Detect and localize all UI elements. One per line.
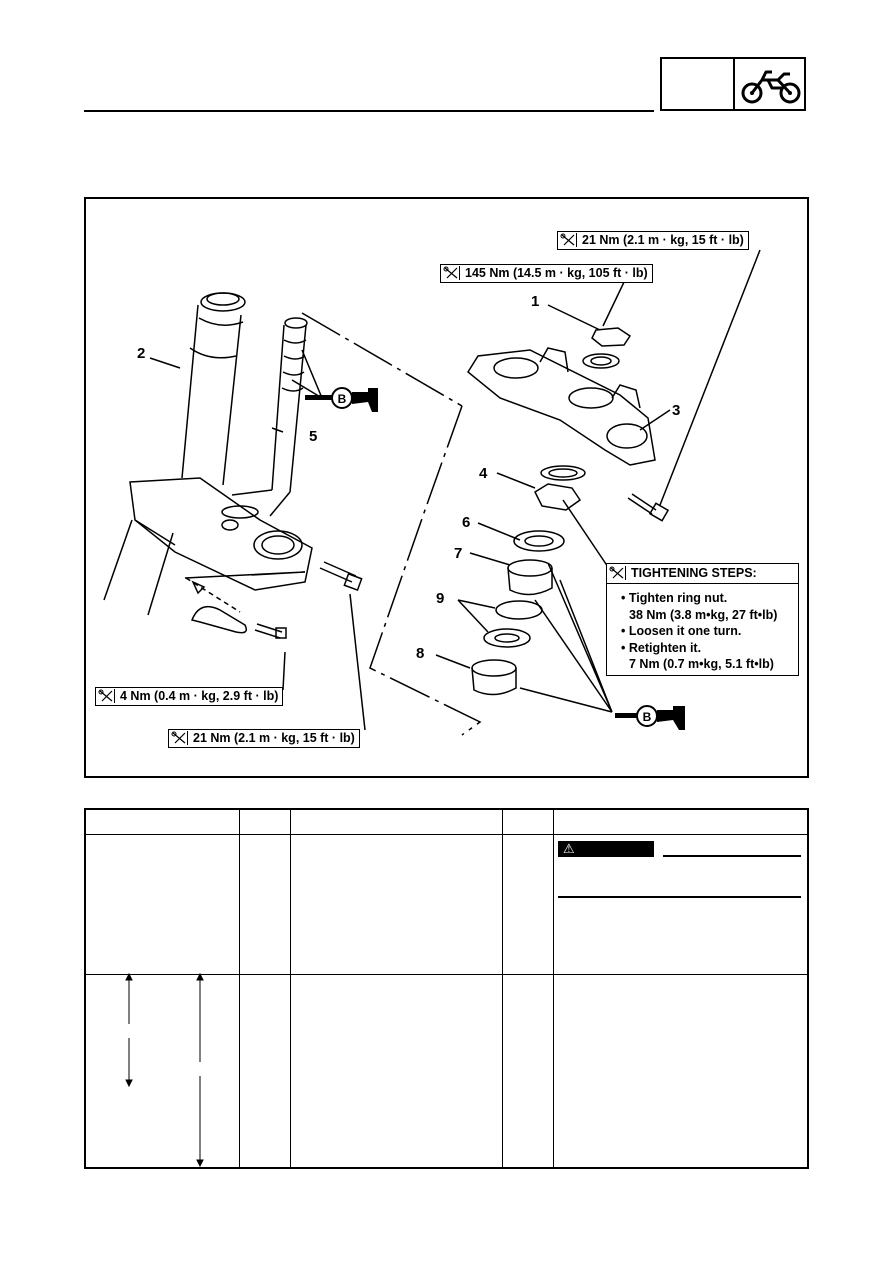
wrench-icon [171, 731, 188, 745]
table-header-rule [86, 834, 807, 835]
steering-stem [271, 324, 307, 493]
part-number-6: 6 [462, 514, 471, 531]
table-divider [239, 810, 240, 1167]
upper-bracket [467, 349, 656, 466]
tightening-steps-title: TIGHTENING STEPS: [631, 566, 757, 580]
warning-label: ⚠ [558, 841, 654, 857]
step-line: • Tighten ring nut. [621, 591, 728, 605]
step-line: • Loosen it one turn. [621, 624, 742, 638]
part-number-7: 7 [454, 545, 463, 562]
motorcycle-icon [741, 70, 801, 104]
part-number-1: 1 [531, 293, 540, 310]
grease-gun-icon-bottom: B [615, 705, 685, 730]
table-divider [290, 810, 291, 1167]
section-tab-divider [733, 57, 735, 111]
steering-exploded-diagram: B B [103, 249, 761, 736]
torque-value: 4 Nm (0.4 m · kg, 2.9 ft · lb) [120, 689, 279, 703]
svg-text:B: B [643, 710, 652, 724]
warning-triangle-icon: ⚠ [563, 841, 575, 856]
torque-callout-bottom-small: 4 Nm (0.4 m · kg, 2.9 ft · lb) [95, 687, 284, 706]
wrench-icon [609, 566, 626, 580]
header-rule [84, 110, 654, 112]
tightening-steps-list: • Tighten ring nut. 38 Nm (3.8 m•kg, 27 … [621, 590, 777, 673]
exploded-diagram-frame [84, 197, 809, 778]
part-number-8: 8 [416, 645, 425, 662]
torque-callout-top-small: 21 Nm (2.1 m · kg, 15 ft · lb) [557, 231, 749, 250]
part-number-4: 4 [479, 465, 488, 482]
tightening-steps-box: TIGHTENING STEPS: • Tighten ring nut. 38… [606, 563, 799, 676]
torque-value: 21 Nm (2.1 m · kg, 15 ft · lb) [582, 233, 744, 247]
parts-table [84, 808, 809, 1169]
table-divider [553, 810, 554, 1167]
part-number-3: 3 [672, 402, 681, 419]
part-number-5: 5 [309, 428, 318, 445]
step-line: 38 Nm (3.8 m•kg, 27 ft•lb) [629, 607, 778, 622]
torque-callout-bottom-large: 21 Nm (2.1 m · kg, 15 ft · lb) [168, 729, 360, 748]
torque-callout-top-large: 145 Nm (14.5 m · kg, 105 ft · lb) [440, 264, 653, 283]
table-row-rule [86, 974, 807, 975]
order-arrows [125, 972, 204, 1168]
torque-value: 21 Nm (2.1 m · kg, 15 ft · lb) [193, 731, 355, 745]
outer-fork-tube [181, 304, 242, 486]
warning-rule-top [663, 855, 801, 857]
part-number-2: 2 [137, 345, 146, 362]
torque-value: 145 Nm (14.5 m · kg, 105 ft · lb) [465, 266, 648, 280]
step-line: 7 Nm (0.7 m•kg, 5.1 ft•lb) [629, 657, 774, 671]
table-divider [502, 810, 503, 1167]
tightening-steps-header: TIGHTENING STEPS: [607, 564, 798, 584]
wrench-icon [443, 266, 460, 280]
part-number-9: 9 [436, 590, 445, 607]
grease-gun-icon-top: B [305, 387, 378, 412]
wrench-icon [98, 689, 115, 703]
warning-rule-bottom [558, 896, 801, 898]
svg-text:B: B [338, 392, 347, 406]
under-bracket [129, 477, 313, 591]
wrench-icon [560, 233, 577, 247]
step-line: • Retighten it. [621, 640, 702, 655]
